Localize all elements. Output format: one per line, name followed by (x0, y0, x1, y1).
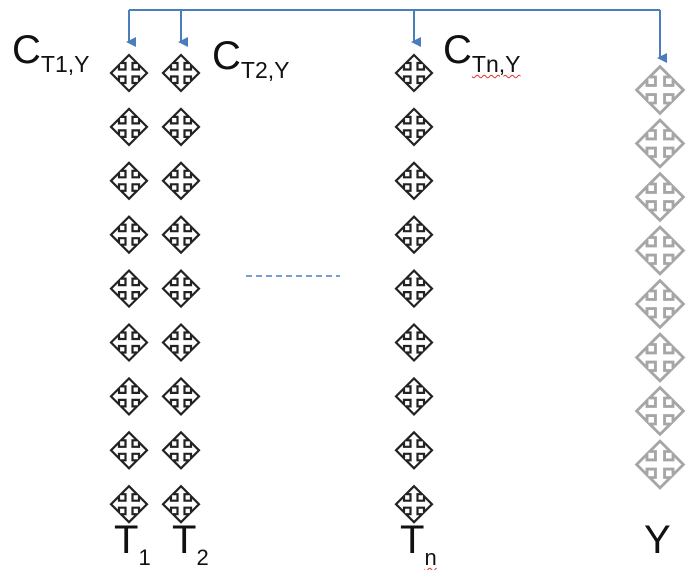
four-way-arrow-icon (161, 323, 201, 362)
four-way-arrow-outline-icon (635, 172, 685, 222)
column-t1 (109, 53, 149, 524)
four-way-arrow-outline-icon (635, 65, 685, 115)
four-way-arrow-outline-icon (635, 279, 685, 329)
four-way-arrow-icon (161, 269, 201, 308)
four-way-arrow-icon (394, 377, 434, 416)
column-label-y: Y (644, 518, 671, 562)
four-way-arrow-icon (394, 215, 434, 254)
column-label-t2: T2 (172, 518, 209, 570)
four-way-arrow-icon (161, 161, 201, 200)
four-way-arrow-icon (161, 485, 201, 524)
four-way-arrow-icon (109, 161, 149, 200)
four-way-arrow-icon (161, 431, 201, 470)
four-way-arrow-icon (109, 107, 149, 146)
four-way-arrow-icon (161, 215, 201, 254)
four-way-arrow-icon (394, 161, 434, 200)
column-y (635, 65, 685, 490)
four-way-arrow-icon (394, 107, 434, 146)
column-label-t1: T1 (114, 518, 151, 570)
corr-label-t2: CT2,Y (212, 34, 290, 83)
four-way-arrow-icon (394, 431, 434, 470)
column-tn (394, 53, 434, 524)
four-way-arrow-icon (394, 269, 434, 308)
four-way-arrow-icon (109, 53, 149, 93)
correlation-connectors (126, 9, 667, 63)
four-way-arrow-icon (161, 377, 201, 416)
four-way-arrow-icon (394, 323, 434, 362)
four-way-arrow-icon (109, 269, 149, 308)
four-way-arrow-icon (394, 53, 434, 93)
four-way-arrow-icon (109, 485, 149, 524)
four-way-arrow-outline-icon (635, 439, 685, 490)
four-way-arrow-outline-icon (635, 332, 685, 383)
column-t2 (161, 53, 201, 524)
four-way-arrow-icon (109, 431, 149, 470)
four-way-arrow-icon (161, 53, 201, 93)
four-way-arrow-icon (109, 377, 149, 416)
icon-columns (109, 53, 685, 524)
four-way-arrow-outline-icon (635, 386, 685, 436)
four-way-arrow-icon (394, 485, 434, 524)
four-way-arrow-icon (109, 215, 149, 254)
column-label-tn: Tn (400, 518, 437, 570)
corr-label-tn: CTn,Y (443, 28, 521, 77)
four-way-arrow-outline-icon (635, 225, 685, 276)
corr-label-t1: CT1,Y (12, 28, 90, 77)
four-way-arrow-icon (161, 107, 201, 146)
four-way-arrow-outline-icon (635, 118, 685, 169)
four-way-arrow-icon (109, 323, 149, 362)
